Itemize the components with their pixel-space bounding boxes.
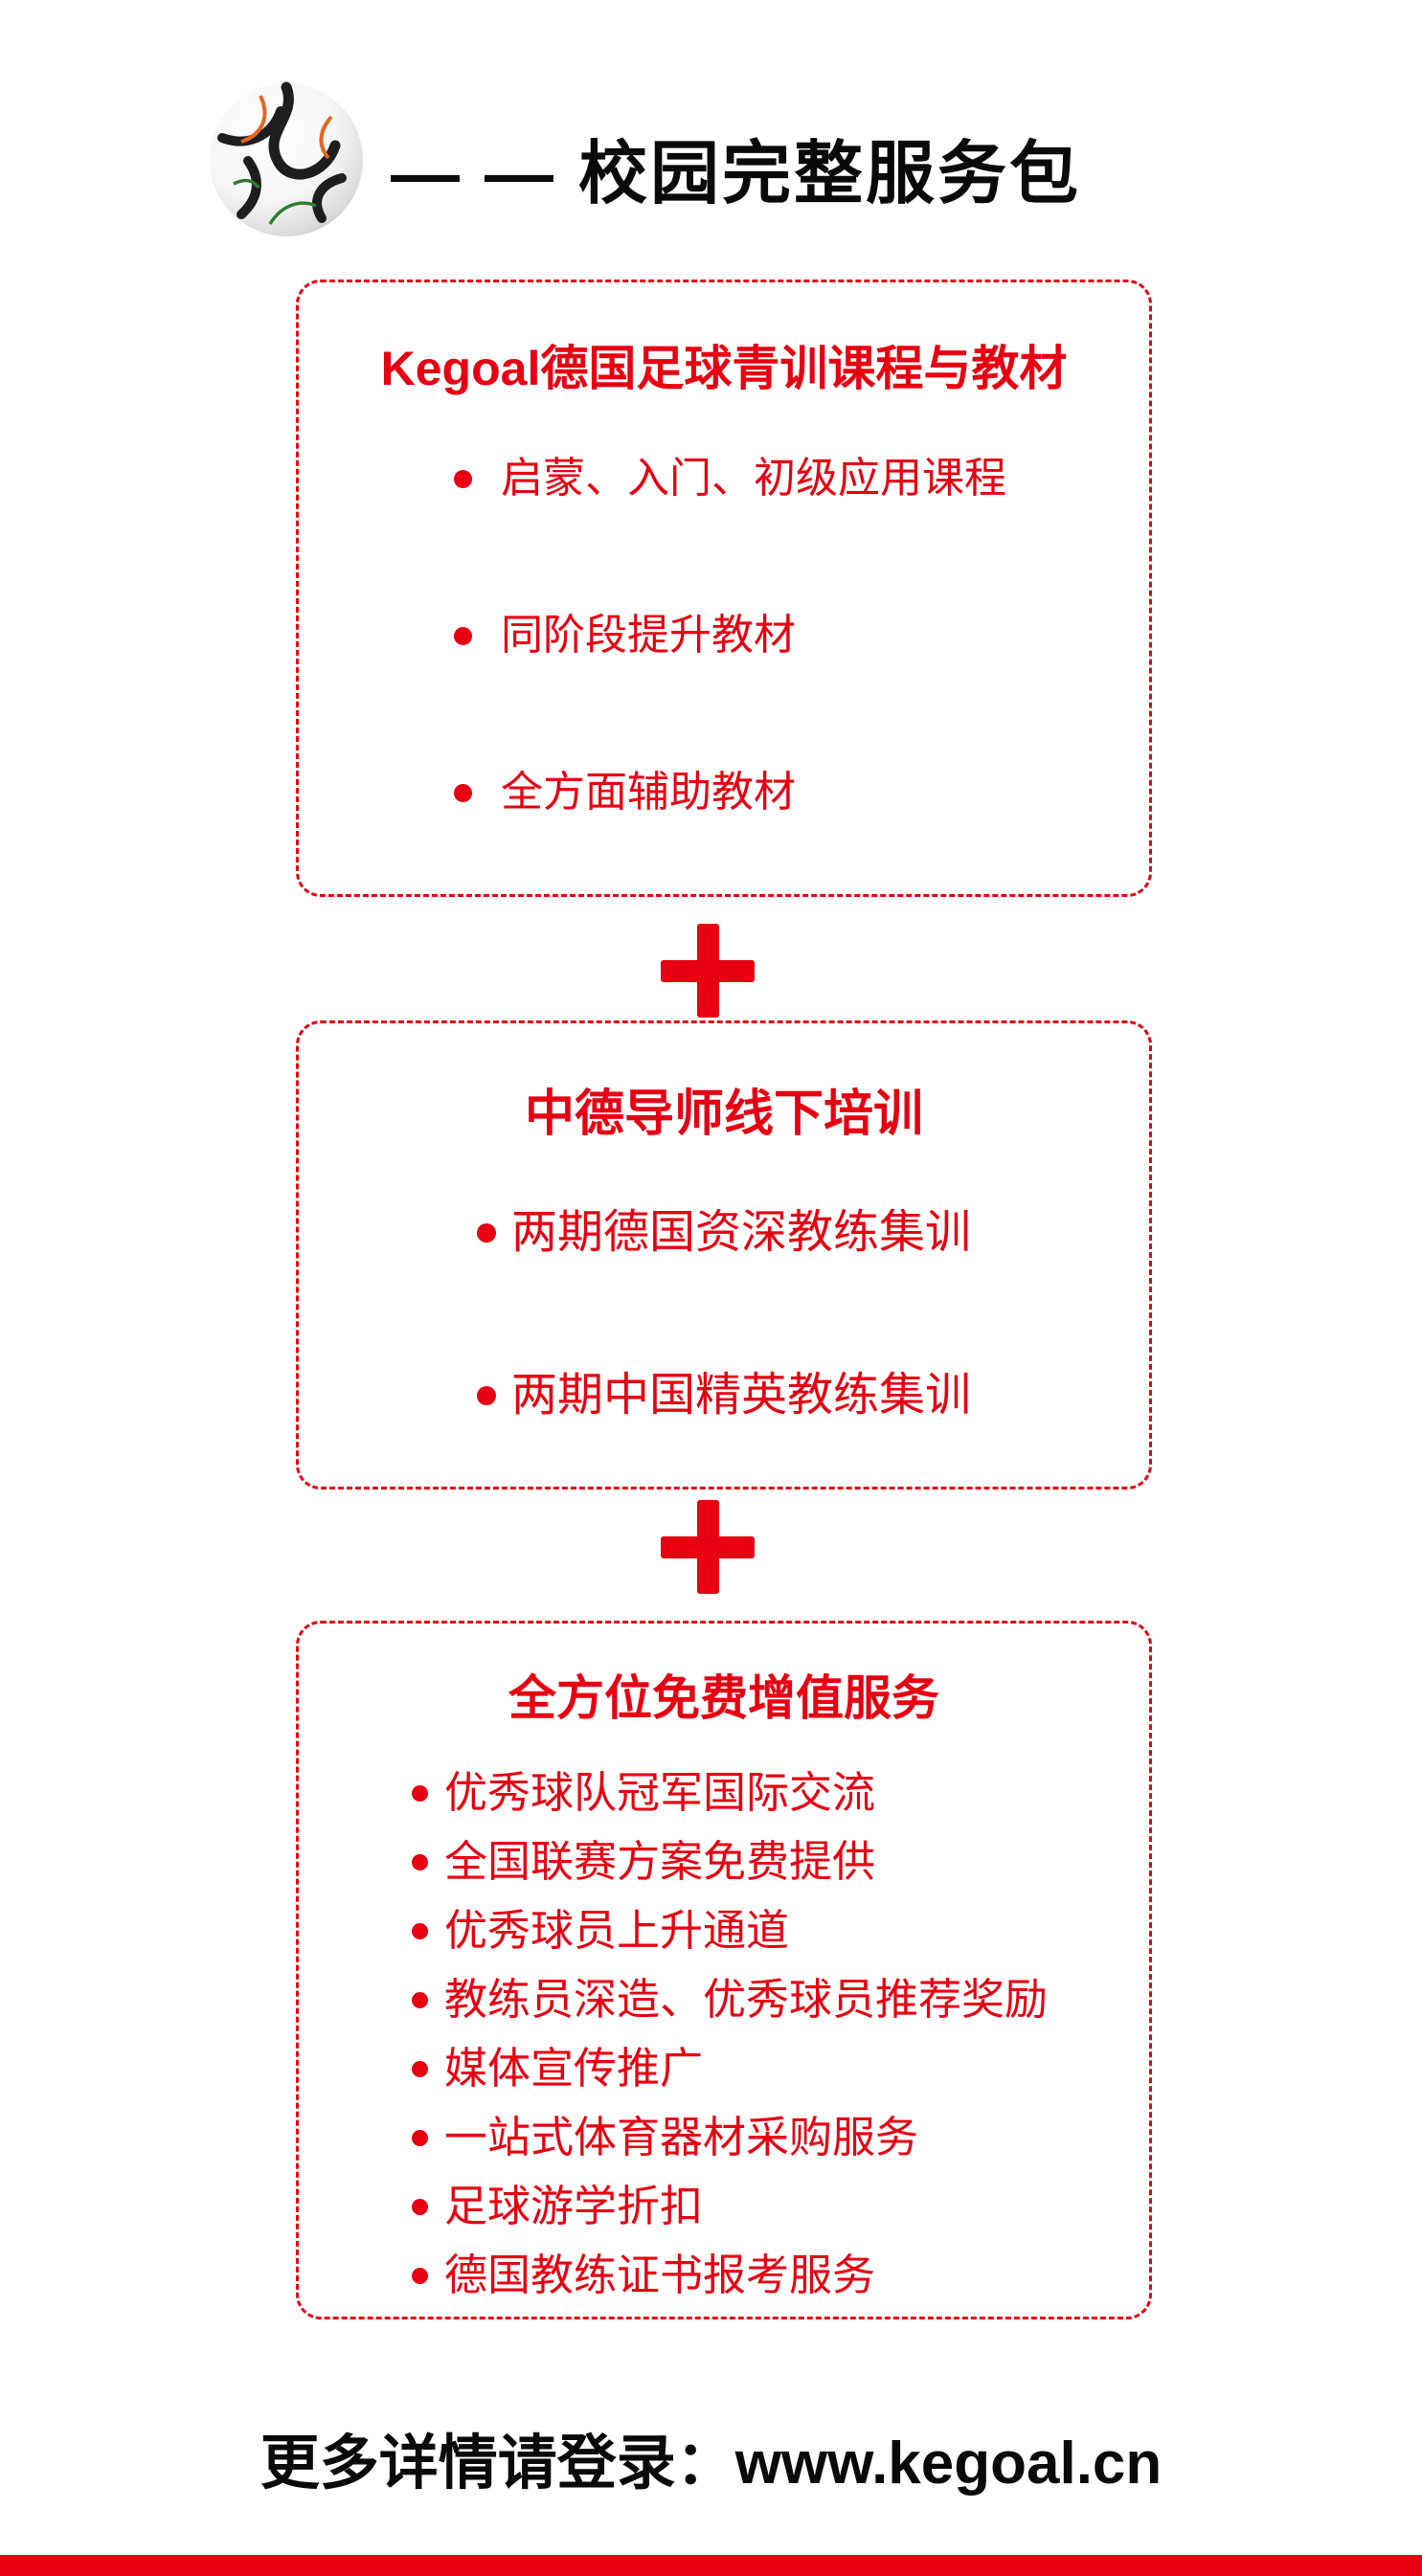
section-training-box: 中德导师线下培训 两期德国资深教练集训 两期中国精英教练集训 xyxy=(296,1020,1152,1490)
list-item-label: 教练员深造、优秀球员推荐奖励 xyxy=(444,1975,1049,2024)
section-services-box: 全方位免费增值服务 优秀球队冠军国际交流 全国联赛方案免费提供 优秀球员上升通道… xyxy=(296,1621,1152,2319)
list-item: 两期德国资深教练集训 xyxy=(477,1205,971,1261)
bullet-dot-icon xyxy=(412,2060,428,2077)
section-services-list: 优秀球队冠军国际交流 全国联赛方案免费提供 优秀球员上升通道 教练员深造、优秀球… xyxy=(412,1767,1048,2318)
list-item: 媒体宣传推广 xyxy=(412,2043,1048,2094)
list-item-label: 一站式体育器材采购服务 xyxy=(444,2113,919,2162)
list-item-label: 两期德国资深教练集训 xyxy=(511,1207,972,1258)
bullet-dot-icon xyxy=(412,2267,428,2284)
section-courses-title: Kegoal德国足球青训课程与教材 xyxy=(380,342,1068,395)
bullet-dot-icon xyxy=(412,1853,428,1870)
list-item: 同阶段提升教材 xyxy=(454,610,1006,661)
list-item-label: 全方面辅助教材 xyxy=(501,769,796,816)
bullet-dot-icon xyxy=(454,783,472,802)
list-item: 全方面辅助教材 xyxy=(454,767,1006,818)
bottom-red-bar xyxy=(0,2555,1422,2576)
section-courses-box: Kegoal德国足球青训课程与教材 启蒙、入门、初级应用课程 同阶段提升教材 全… xyxy=(296,280,1152,897)
plus-icon xyxy=(655,918,760,1023)
list-item: 一站式体育器材采购服务 xyxy=(412,2112,1048,2163)
list-item: 全国联赛方案免费提供 xyxy=(412,1836,1048,1888)
section-services-title: 全方位免费增值服务 xyxy=(508,1671,939,1725)
list-item-label: 两期中国精英教练集训 xyxy=(511,1370,972,1421)
bullet-dot-icon xyxy=(454,626,472,645)
bullet-dot-icon xyxy=(412,1991,428,2008)
plus-vertical-bar xyxy=(697,1500,719,1594)
section-training-list: 两期德国资深教练集训 两期中国精英教练集训 xyxy=(477,1205,971,1531)
list-item: 德国教练证书报考服务 xyxy=(412,2250,1048,2301)
plus-icon xyxy=(655,1494,760,1600)
list-item-label: 启蒙、入门、初级应用课程 xyxy=(501,455,1006,502)
soccer-ball-icon xyxy=(205,78,368,241)
section-courses-list: 启蒙、入门、初级应用课程 同阶段提升教材 全方面辅助教材 xyxy=(454,453,1006,924)
list-item-label: 媒体宣传推广 xyxy=(444,2044,704,2093)
bullet-dot-icon xyxy=(412,1922,428,1939)
list-item-label: 足球游学折扣 xyxy=(444,2182,704,2230)
bullet-dot-icon xyxy=(412,2198,428,2215)
bullet-dot-icon xyxy=(477,1386,496,1405)
list-item: 优秀球员上升通道 xyxy=(412,1905,1048,1957)
list-item: 两期中国精英教练集训 xyxy=(477,1368,971,1423)
list-item-label: 德国教练证书报考服务 xyxy=(444,2251,876,2299)
list-item: 启蒙、入门、初级应用课程 xyxy=(454,453,1006,504)
footer-url-text: 更多详情请登录：www.kegoal.cn xyxy=(260,2430,1162,2497)
list-item: 足球游学折扣 xyxy=(412,2181,1048,2232)
plus-vertical-bar xyxy=(697,924,719,1018)
bullet-dot-icon xyxy=(477,1223,496,1243)
bullet-dot-icon xyxy=(412,2129,428,2146)
bullet-dot-icon xyxy=(454,469,472,488)
list-item-label: 优秀球员上升通道 xyxy=(444,1906,790,1955)
list-item-label: 全国联赛方案免费提供 xyxy=(444,1837,876,1886)
page-title: — — 校园完整服务包 xyxy=(391,136,1082,213)
bullet-dot-icon xyxy=(412,1784,428,1802)
list-item-label: 同阶段提升教材 xyxy=(501,612,796,659)
section-training-title: 中德导师线下培训 xyxy=(524,1086,923,1142)
list-item: 优秀球队冠军国际交流 xyxy=(412,1767,1048,1819)
list-item: 教练员深造、优秀球员推荐奖励 xyxy=(412,1974,1048,2026)
list-item-label: 优秀球队冠军国际交流 xyxy=(444,1768,876,1817)
